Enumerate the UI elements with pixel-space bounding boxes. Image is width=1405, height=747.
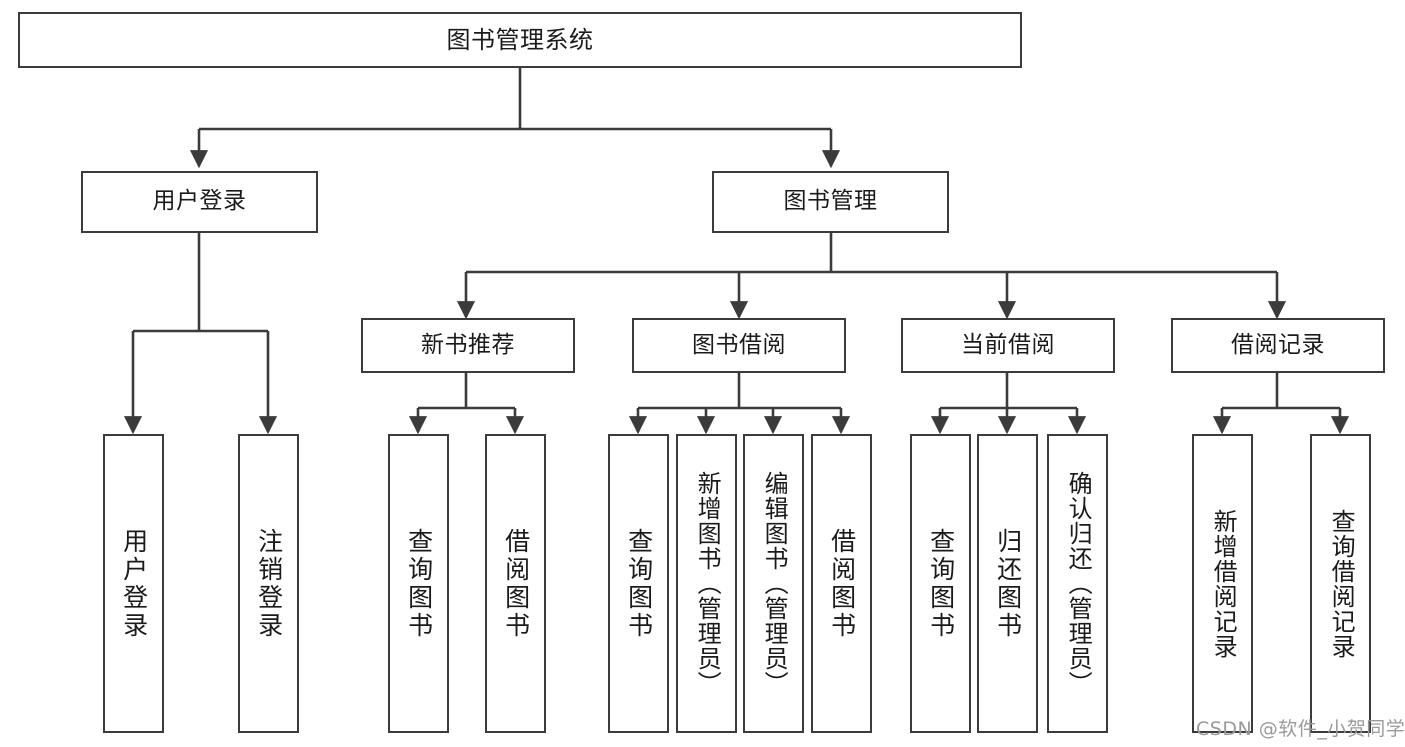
node-label: 新书推荐	[421, 331, 515, 358]
leaf-borrow-edit-book-admin[interactable]: 编辑图书（管理员）	[743, 434, 804, 733]
leaf-current-query-book[interactable]: 查询图书	[910, 434, 971, 733]
leaf-borrow-add-book-admin[interactable]: 新增图书（管理员）	[676, 434, 737, 733]
node-label: 图书管理系统	[446, 25, 594, 54]
node-label: 用户登录	[152, 188, 247, 215]
leaf-current-return-book[interactable]: 归还图书	[977, 434, 1038, 733]
node-label: 确认归还（管理员）	[1064, 471, 1093, 696]
watermark-text: CSDN @软件_小贺同学	[1196, 718, 1405, 740]
node-label: 用户登录	[119, 527, 149, 640]
leaf-newbook-query-book[interactable]: 查询图书	[388, 434, 449, 733]
node-book-management[interactable]: 图书管理	[712, 171, 949, 233]
node-label: 编辑图书（管理员）	[760, 471, 789, 696]
node-root-system[interactable]: 图书管理系统	[18, 12, 1022, 68]
node-label: 借阅图书	[501, 527, 531, 640]
leaf-record-query-record[interactable]: 查询借阅记录	[1310, 434, 1371, 733]
node-label: 借阅记录	[1231, 331, 1325, 358]
node-label: 查询图书	[926, 527, 956, 640]
leaf-user-login[interactable]: 用户登录	[103, 434, 164, 733]
node-user-login[interactable]: 用户登录	[81, 171, 318, 233]
node-label: 查询图书	[624, 527, 654, 640]
node-current-borrow[interactable]: 当前借阅	[901, 318, 1115, 373]
node-label: 新增借阅记录	[1209, 508, 1238, 659]
node-label: 归还图书	[993, 527, 1023, 640]
leaf-newbook-borrow-book[interactable]: 借阅图书	[485, 434, 546, 733]
leaf-borrow-borrow-book[interactable]: 借阅图书	[811, 434, 872, 733]
node-new-book-recommend[interactable]: 新书推荐	[361, 318, 575, 373]
node-label: 借阅图书	[827, 527, 857, 640]
leaf-borrow-query-book[interactable]: 查询图书	[608, 434, 669, 733]
leaf-current-confirm-return-admin[interactable]: 确认归还（管理员）	[1047, 434, 1108, 733]
node-label: 图书管理	[783, 188, 878, 215]
node-label: 新增图书（管理员）	[693, 471, 722, 696]
node-label: 注销登录	[254, 527, 284, 640]
node-book-borrow[interactable]: 图书借阅	[632, 318, 846, 373]
node-label: 查询图书	[404, 527, 434, 640]
leaf-user-logout[interactable]: 注销登录	[238, 434, 299, 733]
leaf-record-add-record[interactable]: 新增借阅记录	[1192, 434, 1253, 733]
node-label: 图书借阅	[692, 331, 786, 358]
node-label: 查询借阅记录	[1327, 508, 1356, 659]
node-borrow-record[interactable]: 借阅记录	[1171, 318, 1385, 373]
node-label: 当前借阅	[961, 331, 1055, 358]
